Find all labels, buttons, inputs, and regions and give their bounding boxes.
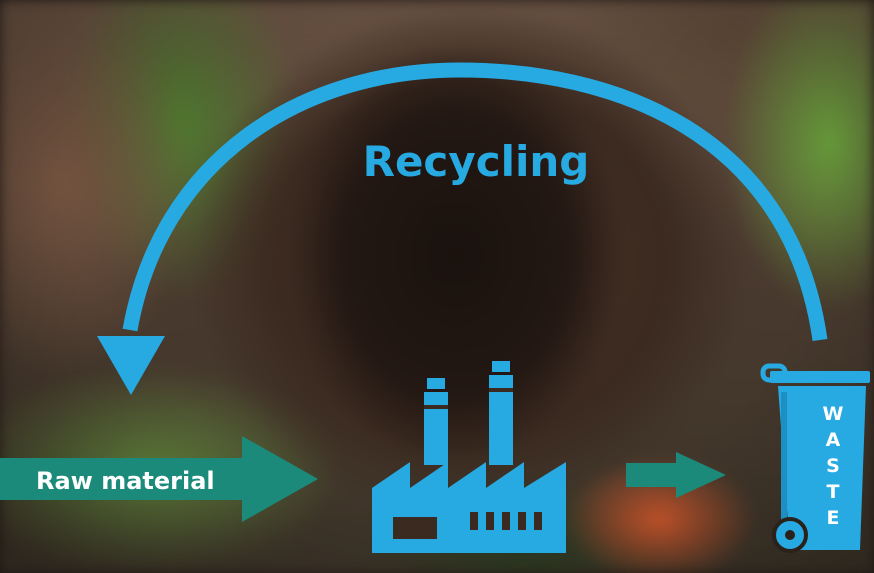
waste-letter: T [827,481,840,503]
waste-letter: S [826,455,840,477]
raw-material-arrow [0,436,318,522]
waste-letter: W [823,403,844,425]
waste-label: W A S T E [823,403,844,529]
wheelie-bin-icon [760,363,870,553]
recycling-label: Recycling [363,137,590,186]
factory-icon [372,361,566,553]
recycling-arrowhead [97,336,165,395]
recycling-arc-arrow [97,62,828,395]
raw-material-label: Raw material [36,467,215,495]
factory-to-waste-arrow [626,452,726,498]
waste-letter: A [826,429,841,451]
waste-letter: E [827,507,840,529]
